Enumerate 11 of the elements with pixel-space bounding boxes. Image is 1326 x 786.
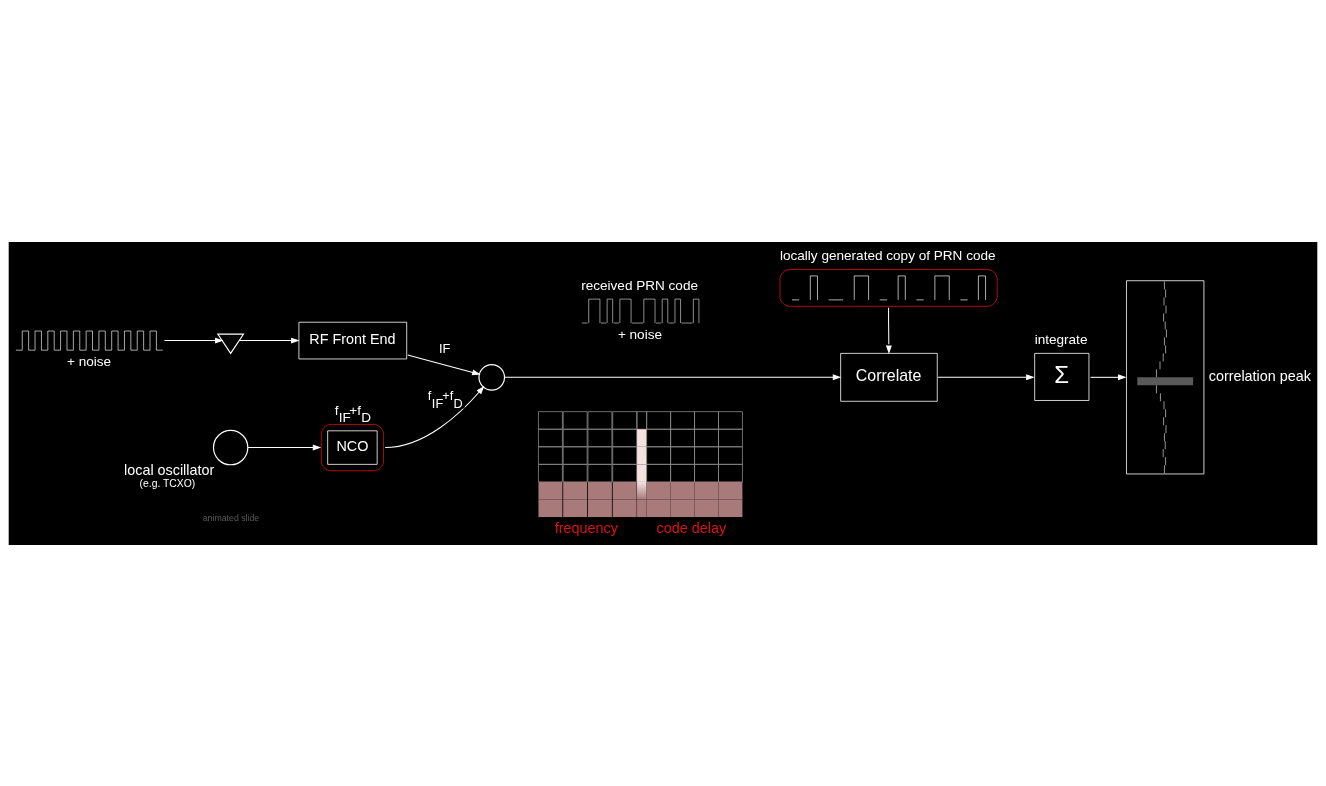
node-label: code delay (656, 519, 727, 536)
edge-label: IF (439, 340, 451, 356)
node-label: (e.g. TCXO) (139, 477, 196, 489)
node-label: frequency (554, 519, 618, 536)
node-label: correlation peak (1208, 367, 1311, 384)
node-text: received PRN code + noise (581, 277, 699, 342)
label: animated slide (202, 512, 260, 523)
node-label: local oscillator (124, 461, 215, 478)
node-text: + noise (66, 353, 112, 369)
node-label: integrate (1034, 331, 1088, 347)
node-label: locally generated copy of PRN code (779, 247, 996, 263)
